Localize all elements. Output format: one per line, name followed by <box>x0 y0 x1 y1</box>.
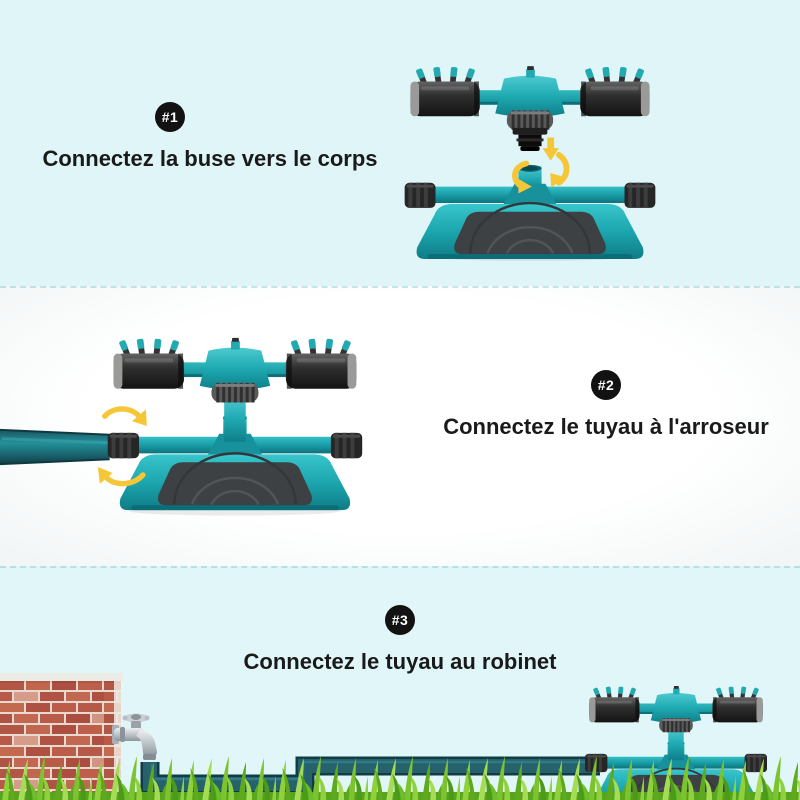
faucet-spout <box>136 730 157 756</box>
garden-hose <box>0 428 110 466</box>
faucet-handle <box>131 714 141 720</box>
step-1-title: Connectez la buse vers le corps <box>42 146 378 171</box>
step-2-text-block: #2 Connectez le tuyau à l'arroseur <box>412 370 800 441</box>
down-arrow-icon <box>547 137 555 149</box>
water-faucet <box>112 713 157 760</box>
wall-cap <box>0 673 123 681</box>
step-1-panel: #1 Connectez la buse vers le corps <box>0 0 800 286</box>
rotate-arrow-icon <box>97 406 147 487</box>
sprinkler-base <box>403 163 657 261</box>
rotate-arrow-icon <box>512 160 530 189</box>
rotation-arrows <box>512 137 570 194</box>
rotate-arrow-icon <box>556 151 570 186</box>
hose-to-sprinkler-illustration <box>0 332 372 516</box>
step-2-panel: #2 Connectez le tuyau à l'arroseur <box>0 286 800 566</box>
step-3-text-block: #3 Connectez le tuyau au robinet <box>0 605 800 676</box>
grass <box>0 750 800 800</box>
step-3-panel: #3 Connectez le tuyau au robinet <box>0 566 800 800</box>
step-3-title: Connectez le tuyau au robinet <box>243 649 557 674</box>
sprinkler-exploded-illustration <box>403 66 657 261</box>
step-1-number-badge: #1 <box>155 102 185 132</box>
step-1-text-block: #1 Connectez la buse vers le corps <box>0 102 420 173</box>
step-3-number-badge: #3 <box>385 605 415 635</box>
step-2-number-badge: #2 <box>591 370 621 400</box>
step-2-title: Connectez le tuyau à l'arroseur <box>443 414 769 439</box>
sprinkler-head <box>410 66 650 151</box>
garden-scene-illustration <box>0 673 800 800</box>
